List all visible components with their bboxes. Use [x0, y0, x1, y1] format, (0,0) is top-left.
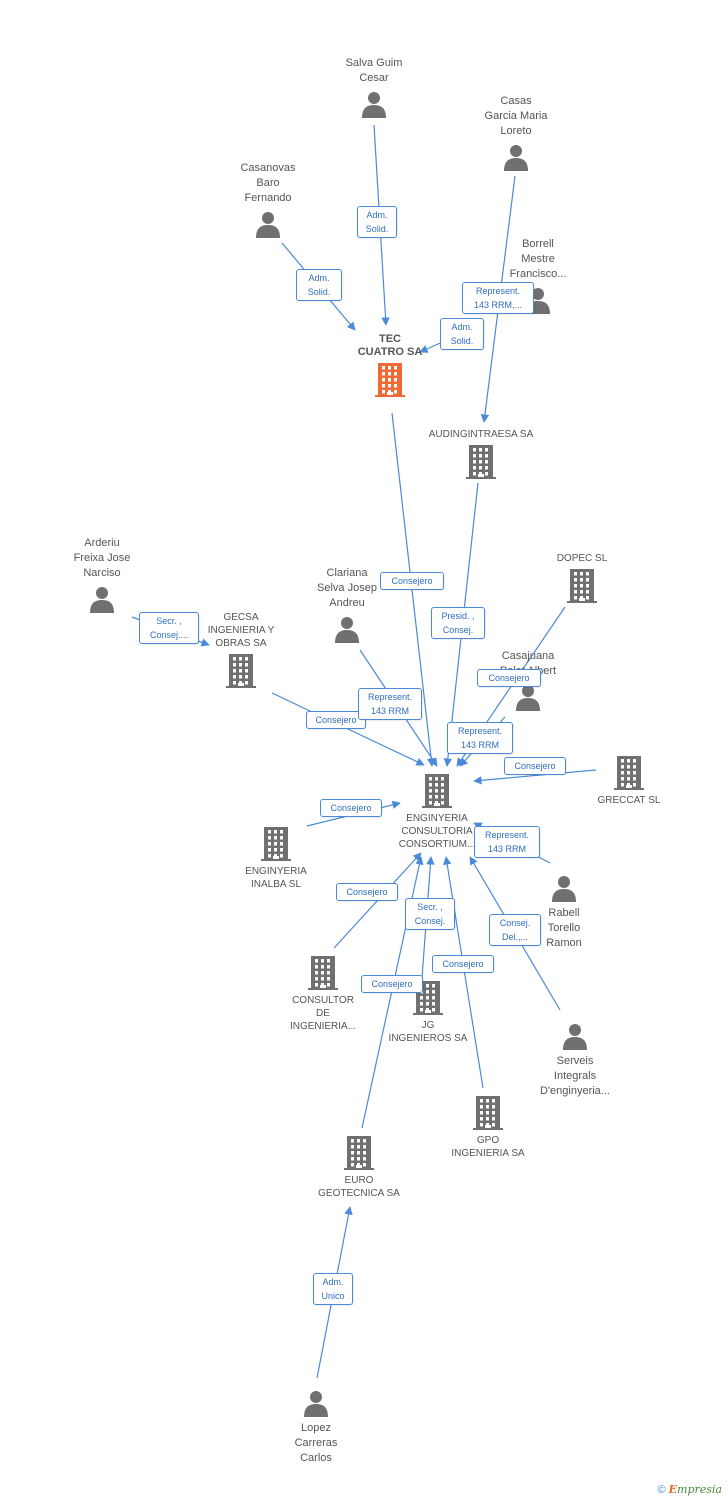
edge-label[interactable]: Adm. Solid.: [440, 318, 484, 350]
copyright-icon: ©: [657, 1484, 666, 1496]
edge-label[interactable]: Consejero: [320, 799, 382, 817]
edge-label[interactable]: Represent. 143 RRM: [358, 688, 422, 720]
building-icon[interactable]: [466, 445, 496, 484]
person-icon[interactable]: [360, 90, 388, 123]
edge-label[interactable]: Adm. Unico: [313, 1273, 353, 1305]
edge-label[interactable]: Adm. Solid.: [296, 269, 342, 301]
node-label-jg[interactable]: JG INGENIEROS SA: [388, 1020, 468, 1044]
node-label-center[interactable]: ENGINYERIA CONSULTORIA CONSORTIUM...: [398, 813, 476, 850]
person-icon[interactable]: [514, 683, 542, 716]
node-label-casanovas[interactable]: Casanovas Baro Fernando: [240, 162, 296, 204]
person-icon[interactable]: [333, 615, 361, 648]
node-label-lopez[interactable]: Lopez Carreras Carlos: [294, 1422, 338, 1464]
edge-label[interactable]: Consejero: [306, 711, 366, 729]
edge-gecsa-to-center: [271, 692, 425, 766]
edge-label[interactable]: Consejero: [432, 955, 494, 973]
node-label-dopec[interactable]: DOPEC SL: [556, 553, 608, 564]
node-label-greccat[interactable]: GRECCAT SL: [597, 795, 661, 806]
node-label-euro[interactable]: EURO GEOTECNICA SA: [318, 1175, 400, 1199]
edge-label[interactable]: Represent. 143 RRM,...: [462, 282, 534, 314]
node-label-inalba[interactable]: ENGINYERIA INALBA SL: [245, 866, 307, 890]
building-icon[interactable]: [473, 1096, 503, 1135]
edge-label[interactable]: Presid. , Consej.: [431, 607, 485, 639]
edge-greccat-to-center: [473, 769, 597, 785]
node-label-gpo[interactable]: GPO INGENIERIA SA: [451, 1135, 525, 1159]
node-label-gecsa[interactable]: GECSA INGENIERIA Y OBRAS SA: [207, 612, 275, 649]
edge-label[interactable]: Secr. , Consej....: [139, 612, 199, 644]
empresia-footer[interactable]: ©Empresia: [658, 1483, 722, 1496]
node-label-borrell[interactable]: Borrell Mestre Francisco...: [509, 238, 567, 280]
node-label-consultor[interactable]: CONSULTOR DE INGENIERIA...: [289, 995, 357, 1032]
node-label-serveis[interactable]: Serveis Integrals D'enginyeria...: [540, 1055, 610, 1097]
edge-label[interactable]: Secr. , Consej.: [405, 898, 455, 930]
node-label-audin[interactable]: AUDINGINTRAESA SA: [428, 429, 534, 440]
edge-label[interactable]: Consejero: [336, 883, 398, 901]
node-label-clariana[interactable]: Clariana Selva Josep Andreu: [317, 567, 377, 609]
node-label-arderiu[interactable]: Arderiu Freixa Jose Narciso: [73, 537, 131, 579]
edge-label[interactable]: Represent. 143 RRM: [447, 722, 513, 754]
person-icon[interactable]: [561, 1022, 589, 1055]
edge-label[interactable]: Consejero: [361, 975, 423, 993]
building-icon[interactable]: [226, 654, 256, 693]
person-icon[interactable]: [302, 1389, 330, 1422]
person-icon[interactable]: [550, 874, 578, 907]
edge-label[interactable]: Adm. Solid.: [357, 206, 397, 238]
empresia-logo: Empresia: [668, 1483, 722, 1496]
node-label-tec[interactable]: TEC CUATRO SA: [357, 333, 423, 358]
building-icon[interactable]: [261, 827, 291, 866]
person-icon[interactable]: [88, 585, 116, 618]
building-icon[interactable]: [422, 774, 452, 813]
edge-label[interactable]: Consejero: [380, 572, 444, 590]
node-label-rabell[interactable]: Rabell Torello Ramon: [546, 907, 582, 949]
node-label-salva[interactable]: Salva Guim Cesar: [345, 57, 403, 84]
building-icon[interactable]: [344, 1136, 374, 1175]
edge-label[interactable]: Consejero: [504, 757, 566, 775]
edge-label[interactable]: Consej. Del.,...: [489, 914, 541, 946]
building-icon[interactable]: [614, 756, 644, 795]
edge-label[interactable]: Consejero: [477, 669, 541, 687]
person-icon[interactable]: [254, 210, 282, 243]
node-label-casas[interactable]: Casas Garcia Maria Loreto: [484, 95, 548, 137]
building-icon[interactable]: [308, 956, 338, 995]
building-icon[interactable]: [375, 363, 405, 402]
building-icon[interactable]: [567, 569, 597, 608]
person-icon[interactable]: [502, 143, 530, 176]
edge-label[interactable]: Represent. 143 RRM: [474, 826, 540, 858]
